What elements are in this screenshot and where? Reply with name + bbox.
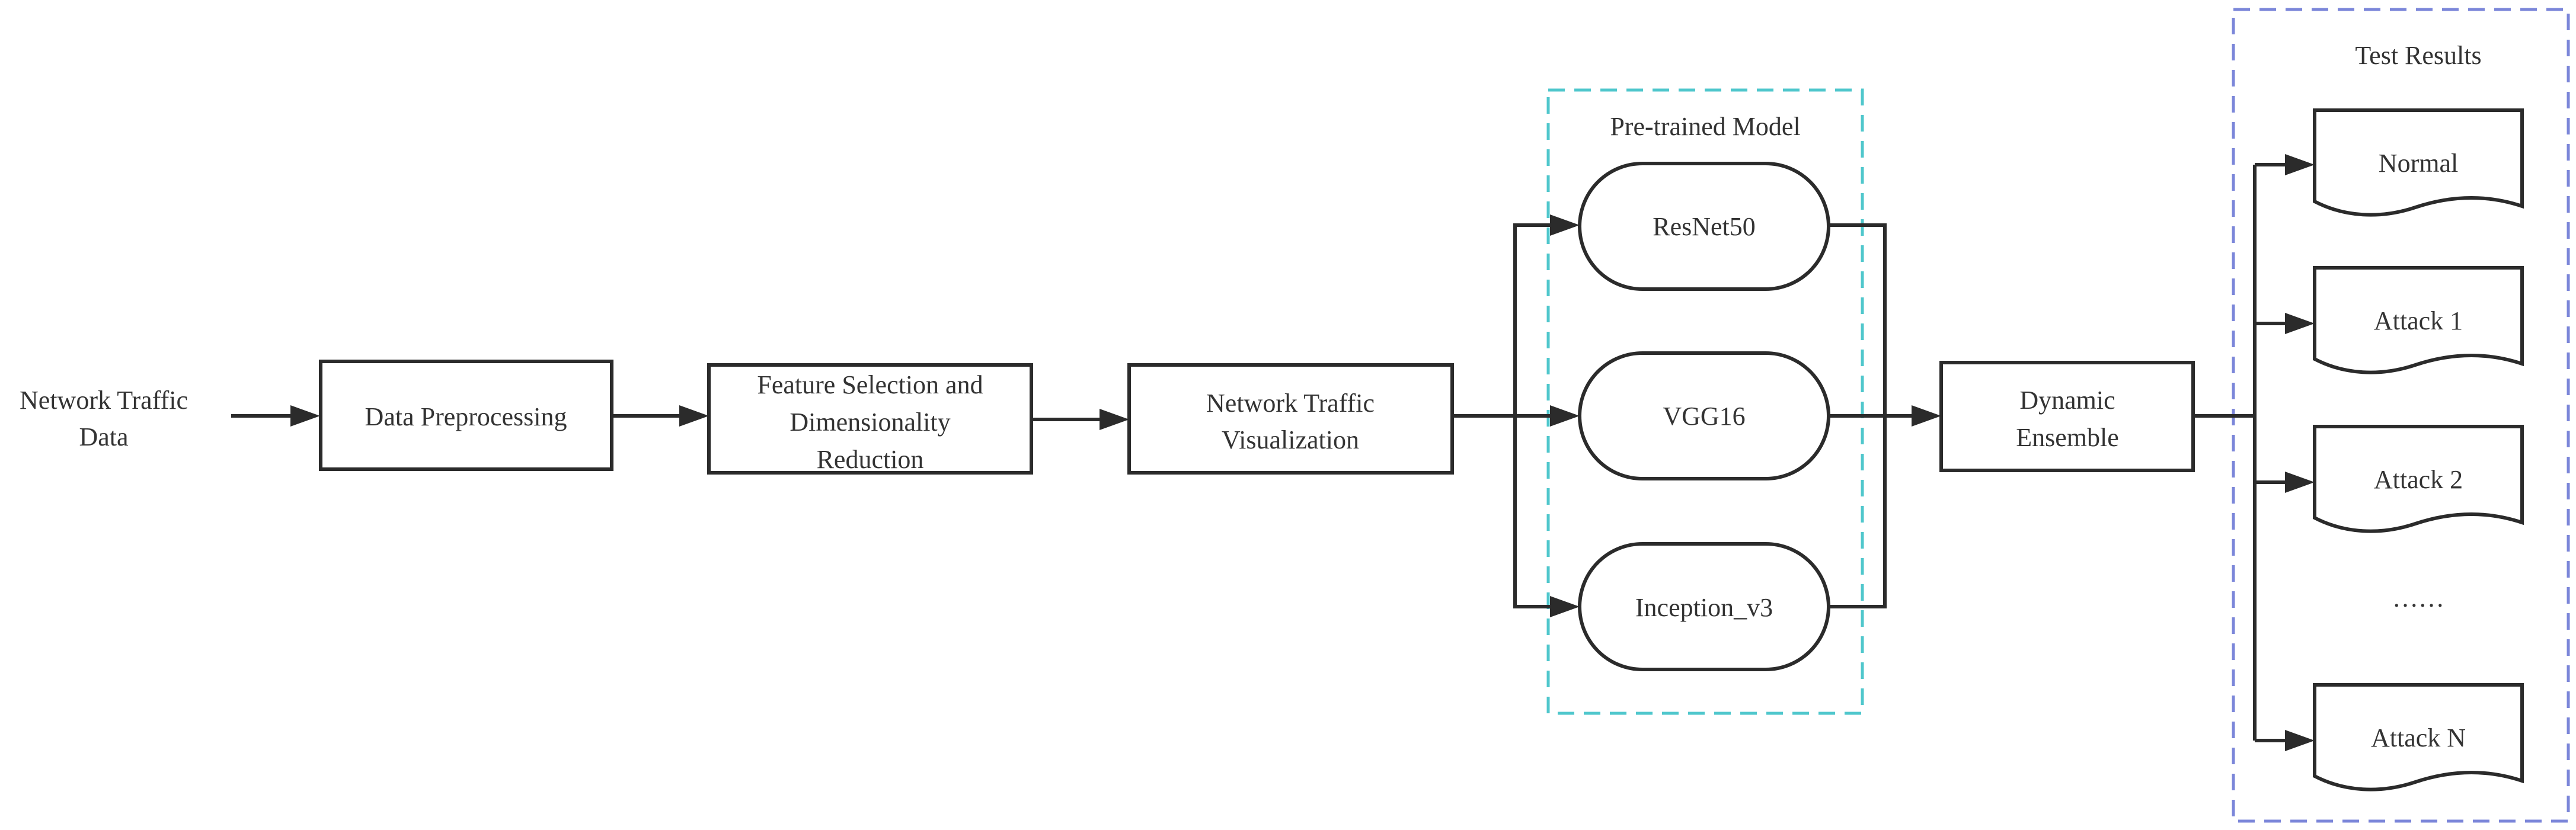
result-attack1-node: [2313, 266, 2524, 374]
pretrained-model-title: Pre-trained Model: [1610, 112, 1800, 141]
input-label-line2: Data: [79, 422, 128, 451]
arrowhead: [2285, 472, 2315, 493]
feature-selection-label-line1: Feature Selection and: [757, 370, 983, 399]
result-attack1-label: Attack 1: [2374, 306, 2463, 335]
result-attack2-label: Attack 2: [2374, 465, 2463, 494]
edge-to-inception: [1513, 416, 1550, 608]
result-attackn-node: [2313, 683, 2524, 791]
feature-selection-label-line2: Dimensionality: [790, 408, 950, 437]
test-results-title: Test Results: [2355, 41, 2481, 70]
visualization-label-line2: Visualization: [1222, 425, 1359, 454]
arrowhead: [1550, 214, 1580, 236]
resnet50-node: [1578, 162, 1830, 291]
feature-selection-node: [707, 363, 1033, 475]
visualization-node: [1127, 363, 1454, 475]
edges: [231, 154, 2315, 751]
result-attack2-node: [2313, 425, 2524, 533]
edge-to-resnet50: [1513, 223, 1548, 416]
input-label: Network Traffic: [20, 386, 188, 415]
arrowhead: [1550, 596, 1580, 617]
pretrained-model-group: [1546, 88, 1864, 715]
arrowhead: [1100, 409, 1129, 430]
dynamic-ensemble-node: [1939, 361, 2195, 472]
data-preprocessing-node: [319, 360, 613, 471]
arrowhead: [2285, 313, 2315, 334]
feature-selection-label-line3: Reduction: [817, 445, 924, 474]
data-preprocessing-label: Data Preprocessing: [365, 402, 567, 431]
arrowhead: [1912, 405, 1941, 427]
arrowhead: [290, 405, 320, 427]
vgg16-label: VGG16: [1663, 402, 1745, 431]
arrowhead: [679, 405, 709, 427]
arrowhead: [2285, 154, 2315, 175]
arrowhead: [1550, 405, 1580, 427]
result-normal-label: Normal: [2379, 149, 2458, 178]
visualization-label-line1: Network Traffic: [1206, 389, 1375, 418]
resnet50-label: ResNet50: [1653, 212, 1756, 241]
vgg16-node: [1578, 351, 1830, 480]
result-attackn-label: Attack N: [2371, 723, 2466, 752]
arrowhead: [2285, 730, 2315, 751]
inception-v3-label: Inception_v3: [1635, 593, 1773, 622]
dynamic-ensemble-label-line1: Dynamic: [2019, 386, 2115, 415]
inception-v3-node: [1578, 542, 1830, 671]
result-ellipsis: ……: [2392, 584, 2444, 613]
result-normal-node: [2313, 108, 2524, 217]
dynamic-ensemble-label-line2: Ensemble: [2016, 423, 2119, 452]
